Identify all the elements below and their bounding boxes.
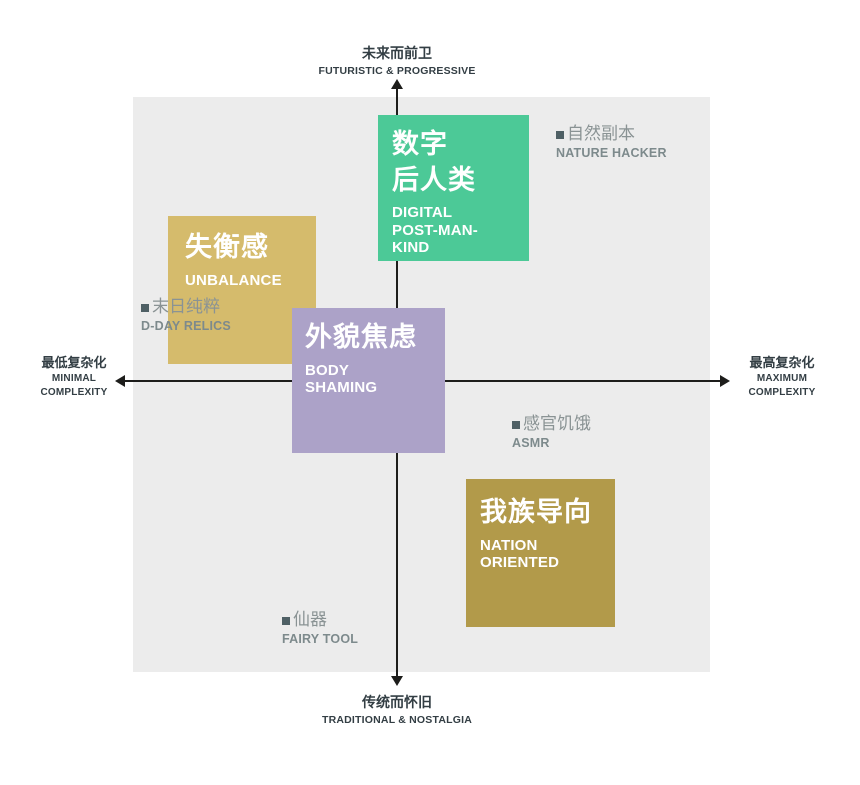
- box-title-zh-line: 我族导向: [480, 497, 592, 527]
- box-title-zh-line: 后人类: [392, 164, 476, 195]
- marker-label-zh: 自然副本: [556, 124, 667, 144]
- axis-label-top: 未来而前卫 FUTURISTIC & PROGRESSIVE: [267, 44, 527, 78]
- marker-label-zh: 感官饥饿: [512, 414, 591, 434]
- square-bullet-icon: [141, 304, 149, 312]
- axis-left-en-line2: COMPLEXITY: [40, 386, 108, 398]
- box-title-en-line: NATION: [480, 536, 538, 554]
- marker-label-zh: 末日纯粹: [141, 297, 231, 317]
- axis-right-en-line2: COMPLEXITY: [748, 386, 816, 398]
- box-title-en-line: UNBALANCE: [185, 271, 282, 289]
- marker-zh-text: 自然副本: [567, 124, 635, 143]
- axis-left-en-line1: MINIMAL: [51, 373, 97, 385]
- box-title-zh-line: 失衡感: [185, 232, 269, 262]
- square-bullet-icon: [282, 617, 290, 625]
- box-title-en-line: BODY: [305, 361, 350, 379]
- axis-top-en: FUTURISTIC & PROGRESSIVE: [318, 64, 476, 77]
- box-title-en-line: POST-MAN-: [392, 221, 478, 239]
- marker-nature-hacker: 自然副本 NATURE HACKER: [556, 124, 667, 160]
- axis-label-left: 最低复杂化 MINIMAL COMPLEXITY: [28, 354, 120, 399]
- box-title-en-line: KIND: [392, 238, 430, 256]
- box-title-en-line: SHAMING: [305, 378, 378, 396]
- arrow-left-icon: [115, 375, 125, 387]
- axis-left-zh: 最低复杂化: [41, 355, 107, 370]
- marker-label-en: FAIRY TOOL: [282, 632, 359, 647]
- box-title-zh-line: 外貌焦虑: [305, 322, 417, 352]
- box-body-shaming: 外貌焦虑 BODY SHAMING: [292, 308, 445, 453]
- box-title-en-line: DIGITAL: [392, 204, 453, 222]
- box-title-en: BODY SHAMING: [305, 362, 431, 397]
- marker-label-en: NATURE HACKER: [556, 146, 667, 161]
- box-digital-post-mankind: 数字 后人类 DIGITAL POST-MAN- KIND: [378, 115, 529, 261]
- box-title-en: NATION ORIENTED: [480, 537, 601, 572]
- axis-right-en-line1: MAXIMUM: [756, 373, 808, 385]
- box-title-zh: 外貌焦虑: [305, 320, 431, 356]
- axis-right-zh: 最高复杂化: [749, 355, 815, 370]
- axis-bottom-en: TRADITIONAL & NOSTALGIA: [321, 713, 473, 726]
- marker-label-en: ASMR: [512, 436, 550, 451]
- marker-label-en: D-DAY RELICS: [141, 319, 231, 334]
- box-title-zh: 数字 后人类: [392, 127, 515, 198]
- box-unbalance: 失衡感 UNBALANCE: [168, 216, 316, 364]
- box-title-en: UNBALANCE: [185, 272, 302, 289]
- axis-label-right: 最高复杂化 MAXIMUM COMPLEXITY: [736, 354, 828, 399]
- axis-label-bottom: 传统而怀旧 TRADITIONAL & NOSTALGIA: [267, 693, 527, 727]
- box-title-en: DIGITAL POST-MAN- KIND: [392, 204, 515, 256]
- marker-zh-text: 末日纯粹: [152, 297, 220, 316]
- marker-asmr: 感官饥饿 ASMR: [512, 414, 591, 450]
- marker-label-zh: 仙器: [282, 610, 358, 630]
- square-bullet-icon: [512, 421, 520, 429]
- arrow-down-icon: [391, 676, 403, 686]
- arrow-right-icon: [720, 375, 730, 387]
- arrow-up-icon: [391, 79, 403, 89]
- box-nation-oriented: 我族导向 NATION ORIENTED: [466, 479, 615, 627]
- box-title-en-line: ORIENTED: [480, 553, 560, 571]
- axis-bottom-zh: 传统而怀旧: [362, 694, 432, 710]
- square-bullet-icon: [556, 131, 564, 139]
- box-title-zh-line: 数字: [392, 129, 448, 159]
- marker-zh-text: 感官饥饿: [523, 414, 591, 433]
- marker-d-day-relics: 末日纯粹 D-DAY RELICS: [141, 297, 231, 333]
- box-title-zh: 失衡感: [185, 230, 302, 266]
- box-title-zh: 我族导向: [480, 495, 601, 531]
- axis-top-zh: 未来而前卫: [362, 45, 432, 61]
- marker-fairy-tool: 仙器 FAIRY TOOL: [282, 610, 358, 646]
- marker-zh-text: 仙器: [293, 610, 327, 629]
